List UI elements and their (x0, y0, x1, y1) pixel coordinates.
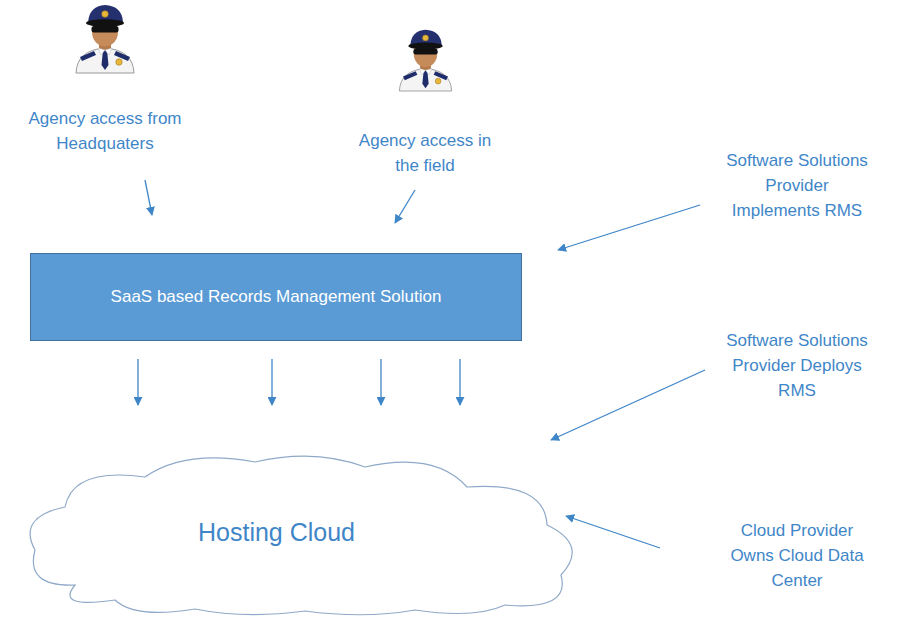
callout-text: Software Solutions Provider Deploys RMS (722, 328, 872, 403)
process-box: SaaS based Records Management Solution (30, 253, 522, 341)
leader-arrow (566, 516, 660, 548)
flow-arrow (459, 359, 460, 405)
flow-arrow (271, 359, 272, 405)
callout-text: Cloud Provider Owns Cloud Data Center (722, 518, 872, 593)
leader-arrow (395, 190, 415, 223)
leader-arrow (145, 180, 152, 215)
flow-arrow (137, 359, 138, 405)
flow-arrow (380, 359, 381, 405)
cloud-outline (30, 456, 572, 615)
cloud-shape: Hosting Cloud (15, 445, 593, 620)
callout-text: Agency access in the field (353, 128, 498, 178)
leader-arrow (558, 205, 700, 250)
box-title: SaaS based Records Management Solution (111, 287, 442, 307)
officer-icon (76, 5, 134, 73)
cloud-title: Hosting Cloud (198, 518, 355, 547)
leader-arrow (551, 370, 705, 440)
callout-text: Agency access from Headquaters (15, 106, 195, 156)
callout-text: Software Solutions Provider Implements R… (722, 148, 872, 223)
officer-icon (399, 30, 451, 91)
